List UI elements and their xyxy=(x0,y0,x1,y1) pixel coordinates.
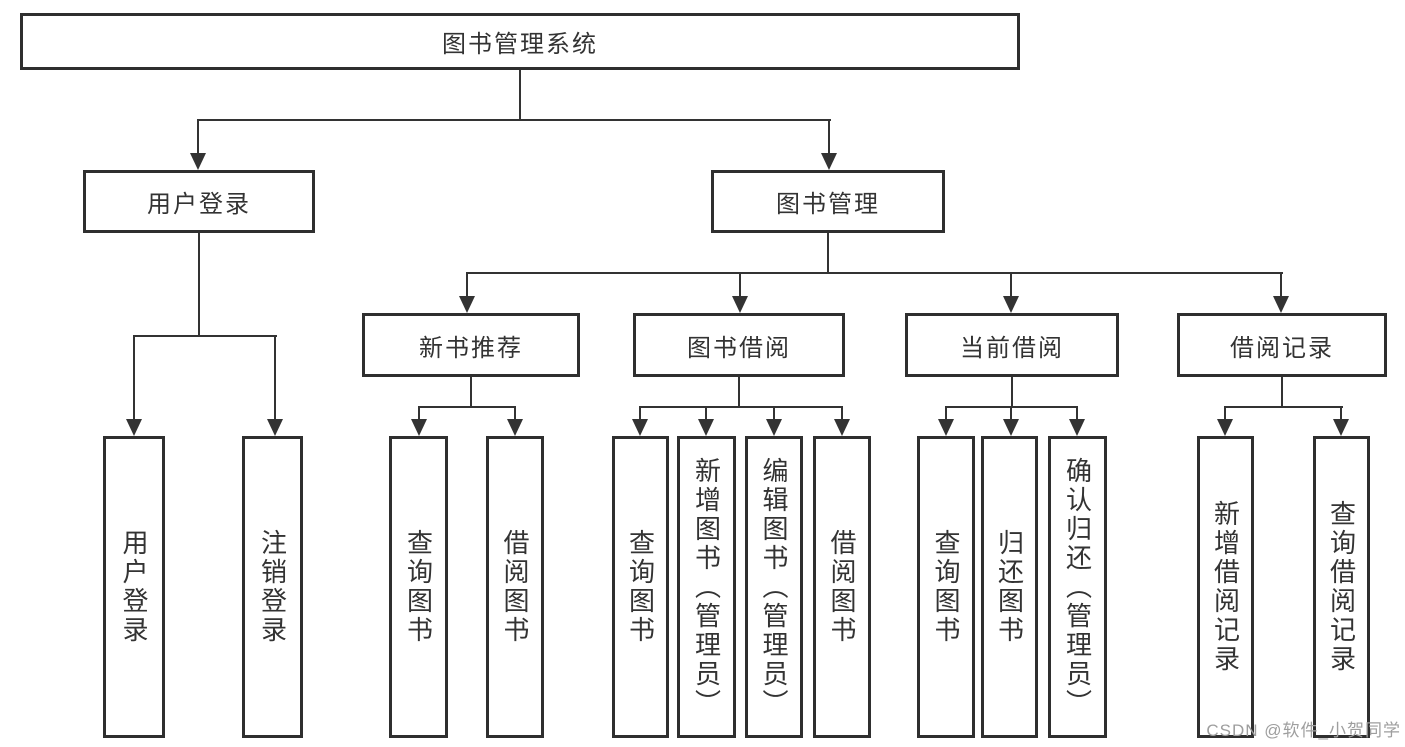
leaf-edit-books-admin: 编辑图书（管理员） xyxy=(745,436,803,738)
arrow-down-icon xyxy=(190,153,206,170)
connector-line xyxy=(466,272,1283,274)
arrow-down-icon xyxy=(698,419,714,436)
connector-line xyxy=(827,233,829,274)
connector-line xyxy=(514,406,516,421)
connector-line xyxy=(945,406,947,421)
leaf-confirm-return-admin: 确认归还（管理员） xyxy=(1048,436,1107,738)
leaf-borrow-books: 借阅图书 xyxy=(813,436,871,738)
connector-line xyxy=(639,406,641,421)
leaf-add-borrow-record: 新增借阅记录 xyxy=(1197,436,1254,738)
arrow-down-icon xyxy=(938,419,954,436)
connector-line xyxy=(418,406,516,408)
arrow-down-icon xyxy=(507,419,523,436)
leaf-add-books-admin: 新增图书（管理员） xyxy=(677,436,736,738)
arrow-down-icon xyxy=(267,419,283,436)
arrow-down-icon xyxy=(126,419,142,436)
arrow-down-icon xyxy=(1273,296,1289,313)
connector-line xyxy=(1281,377,1283,408)
arrow-down-icon xyxy=(1217,419,1233,436)
arrow-down-icon xyxy=(834,419,850,436)
connector-line xyxy=(133,335,277,337)
connector-line xyxy=(1076,406,1078,421)
connector-line xyxy=(1010,272,1012,298)
connector-line xyxy=(274,335,276,421)
node-book-borrow: 图书借阅 xyxy=(633,313,845,377)
arrow-down-icon xyxy=(1003,296,1019,313)
arrow-down-icon xyxy=(1003,419,1019,436)
node-current-borrow: 当前借阅 xyxy=(905,313,1119,377)
connector-line xyxy=(1011,377,1013,408)
leaf-user-login: 用户登录 xyxy=(103,436,165,738)
leaf-borrow-books-recommend: 借阅图书 xyxy=(486,436,544,738)
connector-line xyxy=(773,406,775,421)
connector-line xyxy=(841,406,843,421)
connector-line xyxy=(738,377,740,408)
connector-line xyxy=(519,69,521,120)
node-book-management: 图书管理 xyxy=(711,170,945,233)
arrow-down-icon xyxy=(732,296,748,313)
leaf-query-books-recommend: 查询图书 xyxy=(389,436,448,738)
arrow-down-icon xyxy=(766,419,782,436)
connector-line xyxy=(828,119,830,156)
connector-line xyxy=(1224,406,1343,408)
connector-line xyxy=(470,377,472,408)
connector-line xyxy=(198,233,200,337)
arrow-down-icon xyxy=(1069,419,1085,436)
arrow-down-icon xyxy=(632,419,648,436)
connector-line xyxy=(466,272,468,298)
connector-line xyxy=(739,272,741,298)
node-user-login: 用户登录 xyxy=(83,170,315,233)
node-library-management-system: 图书管理系统 xyxy=(20,13,1020,70)
arrow-down-icon xyxy=(411,419,427,436)
arrow-down-icon xyxy=(459,296,475,313)
leaf-query-books-current: 查询图书 xyxy=(917,436,975,738)
leaf-logout: 注销登录 xyxy=(242,436,303,738)
connector-line xyxy=(639,406,843,408)
connector-line xyxy=(1280,272,1282,298)
arrow-down-icon xyxy=(1333,419,1349,436)
connector-line xyxy=(1224,406,1226,421)
node-borrow-records: 借阅记录 xyxy=(1177,313,1387,377)
node-new-book-recommend: 新书推荐 xyxy=(362,313,580,377)
leaf-return-books: 归还图书 xyxy=(981,436,1038,738)
watermark: CSDN @软件_小贺同学 xyxy=(1206,721,1401,740)
leaf-query-borrow-record: 查询借阅记录 xyxy=(1313,436,1370,738)
connector-line xyxy=(705,406,707,421)
connector-line xyxy=(197,119,199,156)
connector-line xyxy=(1010,406,1012,421)
leaf-query-books-borrow: 查询图书 xyxy=(612,436,669,738)
connector-line xyxy=(133,335,135,421)
arrow-down-icon xyxy=(821,153,837,170)
connector-line xyxy=(1340,406,1342,421)
connector-line xyxy=(418,406,420,421)
connector-line xyxy=(197,119,831,121)
